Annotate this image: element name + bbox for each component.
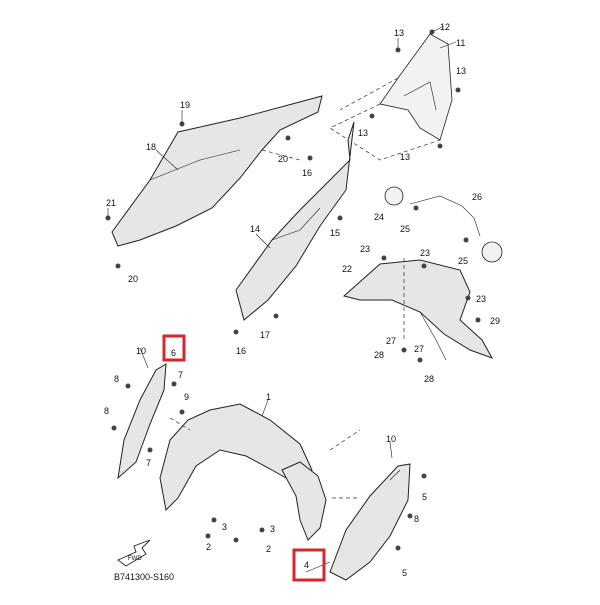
rear-fender-22: [342, 259, 494, 361]
bolt-16a: [307, 155, 313, 161]
callout-12: 12: [440, 22, 450, 32]
callout-7: 7: [146, 458, 151, 468]
callout-28: 28: [424, 374, 434, 384]
bolt-2b: [233, 537, 239, 543]
callout-20: 20: [278, 154, 288, 164]
rear-cover-bracket: [329, 33, 453, 161]
front-fender-1: [159, 403, 327, 541]
bolt-8a: [125, 383, 131, 389]
callout-9: 9: [184, 392, 189, 402]
bolt-7a: [171, 381, 177, 387]
bolt-20b: [115, 263, 121, 269]
callout-20: 20: [128, 274, 138, 284]
callout-25: 25: [400, 224, 410, 234]
callout-29: 29: [490, 316, 500, 326]
bolt-15: [337, 215, 343, 221]
bolt-27a: [401, 347, 407, 353]
bolt-13b: [455, 87, 461, 93]
fork-cover-4: [329, 463, 411, 581]
callout-16: 16: [236, 346, 246, 356]
bolt-8b: [111, 425, 117, 431]
callout-27: 27: [386, 336, 396, 346]
callout-13: 13: [400, 152, 410, 162]
callout-23: 23: [476, 294, 486, 304]
bolt-23a: [381, 255, 387, 261]
callout-19: 19: [180, 100, 190, 110]
callout-10: 10: [386, 434, 396, 444]
callout-5: 5: [422, 492, 427, 502]
side-cover-18: [111, 95, 323, 247]
callout-4: 4: [304, 560, 309, 570]
bolt-13d: [437, 143, 443, 149]
callout-14: 14: [250, 224, 260, 234]
callout-16: 16: [302, 168, 312, 178]
callout-23: 23: [420, 248, 430, 258]
bolt-9: [179, 409, 185, 415]
callout-18: 18: [146, 142, 156, 152]
callout-26: 26: [472, 192, 482, 202]
callout-6: 6: [171, 348, 176, 358]
callout-8: 8: [114, 374, 119, 384]
bolt-23b: [421, 263, 427, 269]
bolt-5a: [421, 473, 427, 479]
callout-27: 27: [414, 344, 424, 354]
bolt-5b: [395, 545, 401, 551]
callout-17: 17: [260, 330, 270, 340]
bolt-29: [475, 317, 481, 323]
diagram-code: B741300-S160: [114, 572, 174, 582]
side-panel-14: [235, 121, 355, 321]
fork-cover-6: [117, 363, 167, 480]
bolt-16b: [233, 329, 239, 335]
bolt-13c: [369, 113, 375, 119]
bolt-25b: [463, 237, 469, 243]
highlight-box-part-6: [162, 334, 186, 362]
reflector-right: [409, 195, 503, 263]
bolt-3b: [259, 527, 265, 533]
callout-13: 13: [358, 128, 368, 138]
callout-3: 3: [222, 522, 227, 532]
callout-5: 5: [402, 568, 407, 578]
leader-lines: [107, 25, 457, 573]
callout-11: 11: [456, 38, 465, 48]
reflector-left: [384, 186, 404, 206]
callout-2: 2: [266, 544, 271, 554]
callout-labels: 13 12 11 13 13 13 19 18 20 16 21 20 14 1…: [104, 22, 500, 578]
callout-1: 1: [266, 392, 271, 402]
bolt-23c: [465, 295, 471, 301]
bolt-17: [273, 313, 279, 319]
fasteners: [105, 29, 481, 551]
callout-13: 13: [456, 66, 466, 76]
bolt-20a: [285, 135, 291, 141]
callout-28: 28: [374, 350, 384, 360]
highlight-box-part-4: [292, 548, 326, 582]
callout-21: 21: [106, 198, 116, 208]
callout-8: 8: [104, 406, 109, 416]
bolt-7b: [147, 447, 153, 453]
bolt-25a: [413, 205, 419, 211]
callout-24: 24: [374, 212, 384, 222]
callout-23: 23: [360, 244, 370, 254]
bolt-3a: [211, 517, 217, 523]
fwd-arrow-icon: FWD: [117, 539, 151, 567]
bolt-27b: [417, 357, 423, 363]
callout-3: 3: [270, 524, 275, 534]
callout-25: 25: [458, 256, 468, 266]
callout-13: 13: [394, 28, 404, 38]
callout-2: 2: [206, 542, 211, 552]
callout-15: 15: [330, 228, 340, 238]
callout-8: 8: [414, 514, 419, 524]
callout-22: 22: [342, 264, 352, 274]
bolt-2a: [205, 533, 211, 539]
callout-7: 7: [178, 370, 183, 380]
bolt-8c: [407, 513, 413, 519]
callout-10: 10: [136, 346, 146, 356]
fwd-label: FWD: [128, 556, 142, 562]
